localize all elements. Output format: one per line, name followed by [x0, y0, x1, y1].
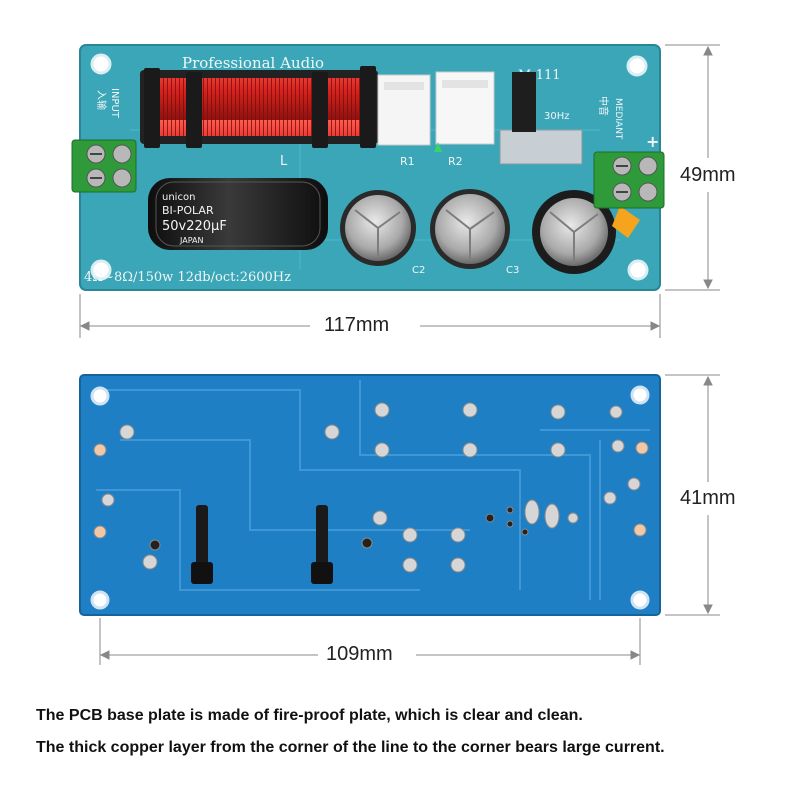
freq-label: 30Hz: [544, 111, 570, 122]
bottom-width-label: 109mm: [322, 643, 397, 666]
inductor-coil: [140, 66, 378, 148]
bottom-pcb-board: [79, 374, 661, 616]
dimension-line-horizontal: [99, 618, 641, 665]
cap-brand: unicon: [162, 192, 195, 203]
mounting-hole: [90, 590, 110, 610]
caption-line-2: The thick copper layer from the corner o…: [36, 739, 665, 756]
c3-label: C3: [506, 265, 519, 276]
resistor-r2: [435, 71, 495, 145]
c2-label: C2: [412, 265, 425, 276]
mounting-hole: [90, 259, 112, 281]
bipolar-capacitor: unicon BI-POLAR 50v220μF JAPAN: [148, 178, 328, 250]
dimension-line-horizontal: [79, 294, 661, 338]
plus-sign: +: [646, 132, 659, 151]
electrolytic-capacitor: [340, 190, 416, 266]
mounting-hole: [90, 386, 110, 406]
mounting-hole: [630, 590, 650, 610]
electrolytic-capacitor: [532, 190, 640, 274]
r1-label: R1: [400, 155, 415, 168]
spec-label: 4Ω~8Ω/150w 12db/oct:2600Hz: [84, 270, 291, 285]
dimension-line-vertical: [665, 374, 720, 616]
solder-pads: [93, 402, 649, 573]
led-indicator: [434, 142, 442, 152]
r2-label: R2: [448, 155, 463, 168]
mounting-hole: [626, 55, 648, 77]
cap-type: BI-POLAR: [162, 204, 214, 217]
electrolytic-capacitor: [430, 189, 510, 269]
mounting-hole: [90, 53, 112, 75]
resistor-r1: [377, 74, 431, 146]
top-width-label: 117mm: [320, 314, 394, 337]
board-title: Professional Audio: [182, 54, 324, 72]
cap-value: 50v220μF: [162, 219, 227, 234]
coil-label: L: [280, 154, 288, 169]
mounting-hole: [627, 259, 649, 281]
top-height-label: 49mm: [676, 164, 740, 187]
bottom-height-label: 41mm: [676, 487, 740, 510]
mediant-label: MEDIANT: [613, 98, 623, 140]
film-capacitor: [499, 72, 583, 165]
mounting-hole: [630, 385, 650, 405]
mediant-cn-label: 中音: [597, 96, 610, 116]
cable-tie: [191, 505, 213, 584]
input-label: INPUT: [109, 88, 120, 119]
input-terminal-block: [71, 139, 137, 193]
cap-origin: JAPAN: [179, 236, 203, 245]
cable-tie: [311, 505, 333, 584]
output-terminal-block: [593, 151, 665, 209]
dimension-line-vertical: [665, 44, 720, 291]
caption-line-1: The PCB base plate is made of fire-proof…: [36, 707, 583, 724]
input-cn-label: 入输: [95, 90, 108, 110]
